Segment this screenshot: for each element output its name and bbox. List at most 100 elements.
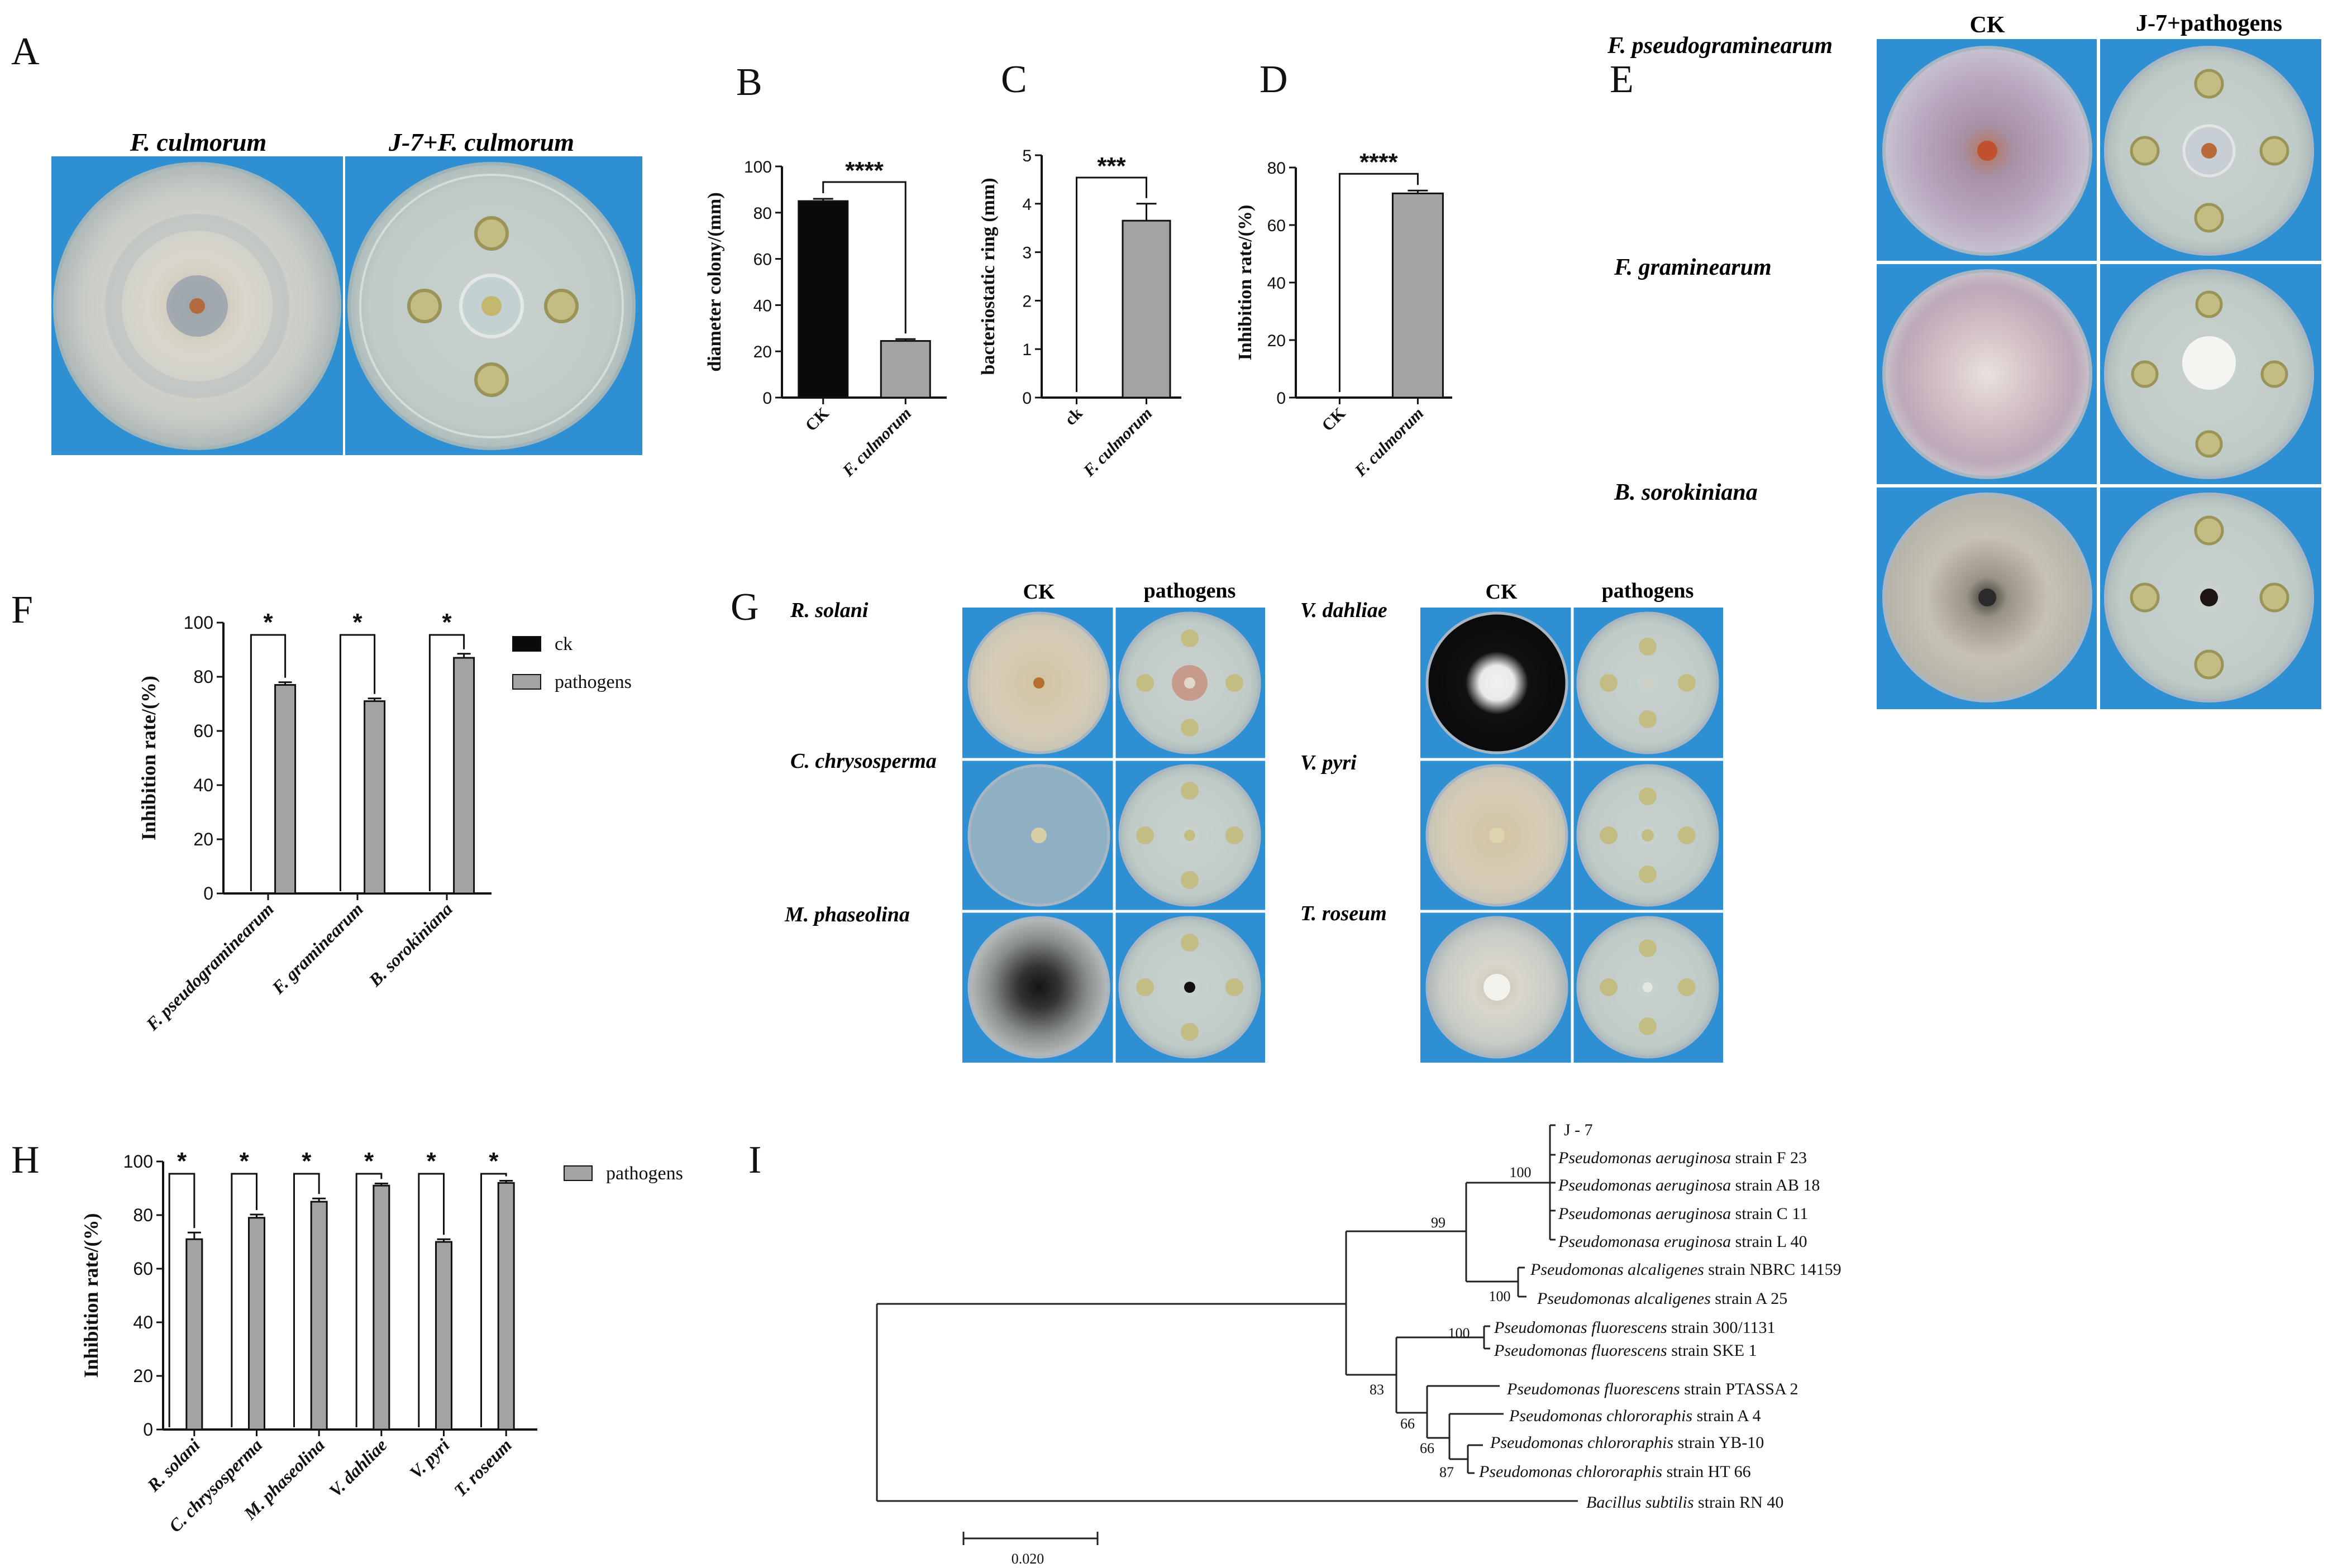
tree-leaf-label: Pseudomonas chlororaphis strain YB-10 [1490, 1433, 1764, 1452]
tree-leaf-species: Pseudomonas fluorescens [1506, 1380, 1680, 1398]
tree-leaf-strain: strain NBRC 14159 [1704, 1260, 1842, 1279]
y-tick-label: 40 [753, 297, 772, 315]
panel-letter-h: H [11, 1139, 40, 1182]
tree-leaf-species: Pseudomonas aeruginosa [1558, 1176, 1731, 1194]
bar [453, 657, 475, 895]
significance-label: * [364, 1148, 374, 1175]
significance-bracket [428, 634, 465, 891]
tree-leaf-label: Pseudomonas fluorescens strain 300/1131 [1494, 1318, 1776, 1337]
y-axis-label: Inhibition rate/(%) [1235, 205, 1256, 361]
y-tick-label: 80 [753, 204, 772, 223]
significance-bracket [418, 1173, 445, 1427]
tree-leaf-label: Pseudomonasa eruginosa strain L 40 [1558, 1232, 1807, 1251]
panel-e-row-1: F. pseudograminearum [1607, 33, 1833, 59]
bar [185, 1238, 203, 1431]
legend-label: pathogens [606, 1163, 683, 1184]
significance-bracket [355, 1173, 383, 1427]
legend-swatch [512, 636, 541, 652]
bar [310, 1201, 328, 1431]
y-axis-label: Inhibition rate/(%) [137, 676, 160, 840]
x-tick-label: F. graminearum [268, 898, 367, 998]
panel-g-left-row-2: C. chrysosperma [790, 749, 937, 773]
significance-label: **** [845, 157, 884, 184]
tree-leaf-label: Pseudomonas alcaligenes strain NBRC 1415… [1530, 1260, 1842, 1279]
tree-leaf-strain: strain HT 66 [1662, 1462, 1751, 1481]
significance-bracket [231, 1173, 257, 1427]
tree-leaf-strain: strain C 11 [1731, 1204, 1808, 1223]
bar [248, 1217, 265, 1431]
panel-letter-f: F [11, 589, 33, 632]
tree-leaf-strain: strain A 4 [1692, 1407, 1761, 1425]
tree-leaf-species: Bacillus subtilis [1586, 1493, 1694, 1512]
significance-label: *** [1097, 152, 1126, 180]
panel-a-label-ck: F. culmorum [130, 128, 267, 156]
y-tick-label: 20 [193, 829, 213, 849]
significance-label: * [177, 1148, 187, 1175]
x-tick-label: CK [802, 404, 833, 435]
panel-letter-d: D [1260, 58, 1288, 101]
y-tick-label: 0 [762, 389, 772, 408]
scale-label: 0.020 [1012, 1551, 1044, 1567]
y-tick-label: 3 [1022, 244, 1032, 262]
y-tick-label: 100 [184, 613, 213, 633]
significance-label: * [442, 609, 452, 636]
tree-leaf-strain: strain A 25 [1711, 1289, 1788, 1308]
x-tick-label: F. culmorum [838, 404, 915, 481]
x-tick-label: R. solani [143, 1435, 204, 1495]
tree-leaf-label: Pseudomonas aeruginosa strain F 23 [1558, 1149, 1807, 1167]
tree-leaf-strain: strain AB 18 [1731, 1176, 1820, 1194]
significance-bracket [480, 1173, 507, 1427]
x-tick-label: F. culmorum [1351, 404, 1428, 481]
y-tick-label: 4 [1022, 195, 1032, 214]
significance-label: * [352, 609, 362, 636]
tree-leaf-label: Pseudomonas alcaligenes strain A 25 [1537, 1289, 1787, 1308]
panel-letter-b: B [736, 61, 762, 104]
panel-e-col-treated: J-7+pathogens [2136, 11, 2282, 36]
y-tick-label: 1 [1022, 341, 1032, 359]
significance-label: **** [1359, 149, 1398, 176]
y-tick-label: 0 [1276, 389, 1286, 408]
bootstrap-8: 87 [1439, 1464, 1454, 1480]
y-tick-label: 60 [1267, 217, 1286, 235]
panel-g-right-col-pathogens: pathogens [1602, 579, 1694, 603]
significance-bracket [1076, 176, 1147, 392]
y-axis-label: bacteriostatic ring (mm) [978, 178, 999, 375]
y-tick-label: 20 [1267, 332, 1286, 350]
tree-leaf-strain: strain L 40 [1731, 1232, 1807, 1251]
panel-a-dish-ck [53, 162, 341, 450]
x-tick-label: CK [1318, 404, 1349, 435]
tree-leaf-species: Pseudomonasa eruginosa [1558, 1232, 1731, 1251]
panel-g-left-row-3: M. phaseolina [784, 903, 910, 926]
y-tick-label: 60 [133, 1259, 153, 1279]
y-tick-label: 100 [744, 158, 772, 176]
y-tick-label: 40 [193, 775, 213, 795]
x-tick-label: T. roseum [450, 1435, 516, 1500]
x-tick-label: V. pyri [406, 1435, 453, 1482]
panel-e: CK J-7+pathogens F. pseudograminearum F.… [1607, 11, 2321, 709]
legend-label: pathogens [555, 672, 632, 692]
significance-bracket [168, 1173, 195, 1427]
y-tick-label: 0 [1022, 389, 1032, 408]
y-tick-label: 20 [753, 343, 772, 361]
panel-letter-c: C [1001, 58, 1027, 101]
tree-leaf-label: Pseudomonas aeruginosa strain AB 18 [1558, 1176, 1820, 1194]
tree-leaf-label: Pseudomonas aeruginosa strain C 11 [1558, 1204, 1808, 1223]
bar [798, 200, 849, 399]
panel-g-right-col-ck: CK [1486, 580, 1518, 604]
tree-leaf-label: Pseudomonas chlororaphis strain A 4 [1509, 1407, 1761, 1425]
tree-leaf-strain: strain SKE 1 [1667, 1341, 1757, 1360]
panel-a: F. culmorum J-7+F. culmorum [51, 128, 642, 455]
bar [274, 684, 297, 895]
panel-e-row-2: F. graminearum [1614, 255, 1772, 280]
panel-letter-e: E [1610, 58, 1634, 101]
y-tick-label: 80 [1267, 159, 1286, 178]
panel-a-label-treated: J-7+F. culmorum [388, 128, 574, 156]
panel-a-dish-treated [347, 162, 636, 450]
significance-label: * [427, 1148, 437, 1175]
panel-g-right-row-3: T. roseum [1300, 902, 1387, 925]
y-tick-label: 80 [193, 667, 213, 687]
y-tick-label: 60 [753, 251, 772, 269]
